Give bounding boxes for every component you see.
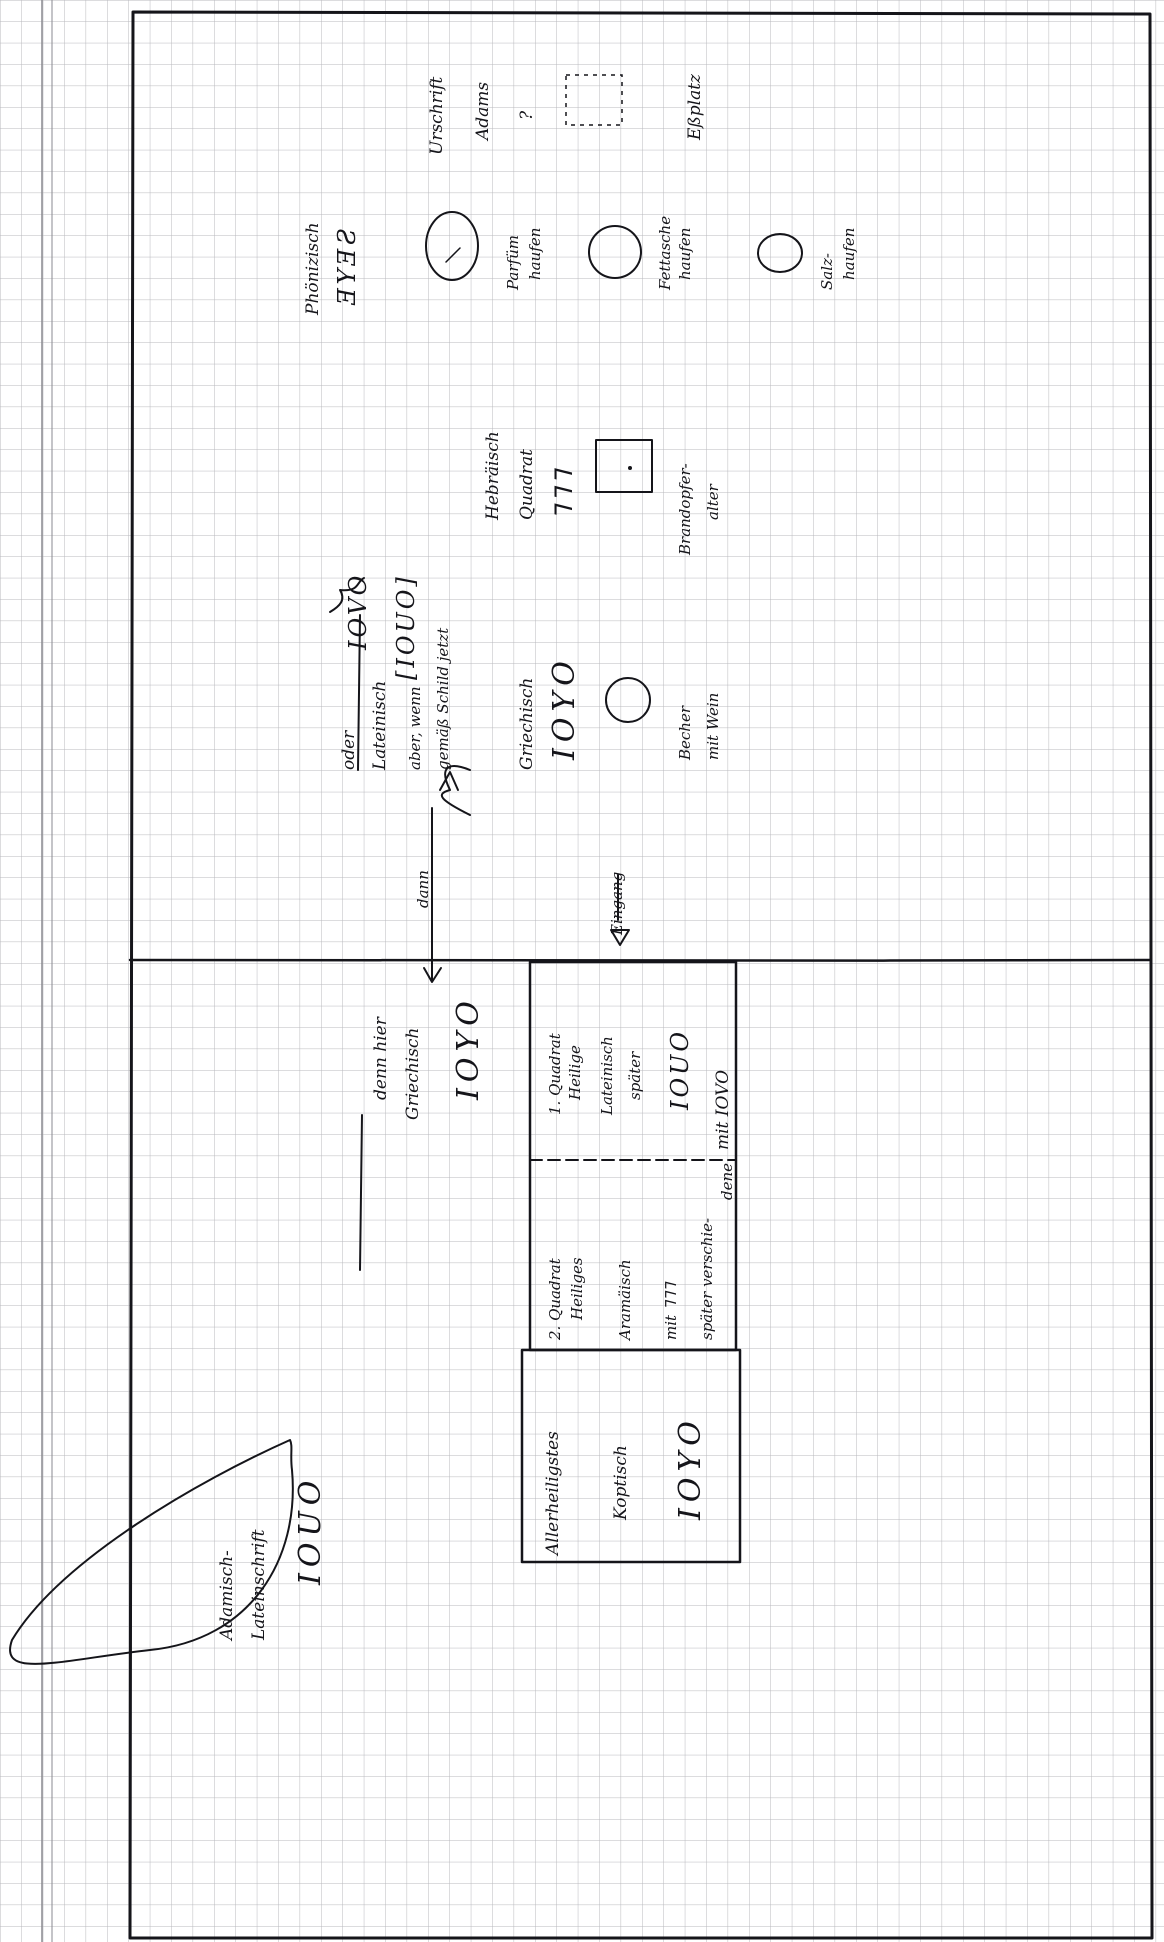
latin-label: Lateinisch [370, 681, 390, 771]
fett-label-2: haufen [676, 228, 694, 280]
code-iovo: IOVO [344, 573, 372, 651]
greek-label: Griechisch [517, 678, 537, 770]
phoenician-script: ƎYƎƧ [333, 226, 361, 306]
col2-row5: später verschie- [698, 1218, 716, 1340]
col1-row6: mit IOVO [713, 1070, 733, 1150]
col1-row5: IOUO [666, 1029, 694, 1111]
panel-divider [130, 959, 1150, 960]
becher-label-1: Becher [676, 705, 694, 761]
question-mark: ? [517, 110, 537, 120]
col2-row4: mit ᒣᒣᒣ [662, 1281, 680, 1340]
denn-hier-label: denn hier [371, 1016, 391, 1100]
col1-row4: später [626, 1051, 644, 1100]
col3-row3: IOYO [673, 1415, 708, 1521]
col2-row1: 2. Quadrat [546, 1257, 564, 1341]
col1-row3: Lateinisch [598, 1036, 616, 1116]
brand-label-1: Brandopfer- [676, 463, 694, 556]
aber-label: aber, wenn [406, 686, 424, 770]
dann-label: dann [414, 870, 432, 908]
col2-row2: Heiliges [568, 1257, 586, 1321]
col1-row2: Heilige [566, 1045, 584, 1101]
code-iouo-bracket: [IOUO] [392, 574, 420, 680]
col2-row6: dene [718, 1163, 736, 1200]
hebrew-script: ᒣᒣᒣ [550, 467, 578, 520]
adamic-label-2: Lateinschrift [249, 1529, 269, 1641]
phoenician-label: Phönizisch [303, 222, 323, 316]
parfum-label-2: haufen [526, 228, 544, 280]
adams-label: Adams [473, 82, 493, 142]
altar-dot [628, 466, 632, 470]
essplatz-label: Eßplatz [685, 73, 705, 141]
adamic-code: IOUO [293, 1475, 328, 1586]
becher-label-2: mit Wein [704, 693, 722, 760]
hebrew-label: Hebräisch [483, 431, 503, 521]
hebrew-sub-label: Quadrat [517, 449, 537, 520]
denn-hier-greek: Griechisch [403, 1028, 423, 1120]
urschrift-label: Urschrift [427, 76, 447, 155]
fett-label-1: Fettasche [656, 216, 674, 291]
adamic-label-1: Adamisch- [217, 1550, 237, 1642]
col3-row2: Koptisch [611, 1445, 631, 1521]
oder-label: oder [339, 730, 359, 770]
col1-row1: 1. Quadrat [546, 1032, 564, 1115]
greek-code: IOYO [547, 655, 582, 761]
col3-row1: Allerheiligstes [543, 1431, 563, 1557]
brand-label-2: alter [704, 483, 722, 520]
parfum-label-1: Parfüm [504, 235, 522, 291]
salz-label-1: Salz- [818, 253, 836, 290]
denn-hier-code: IOYO [451, 995, 486, 1101]
gemaess-label: gemäß Schild jetzt [434, 627, 452, 770]
salz-label-2: haufen [840, 228, 858, 280]
col2-row3: Aramäisch [616, 1259, 634, 1342]
